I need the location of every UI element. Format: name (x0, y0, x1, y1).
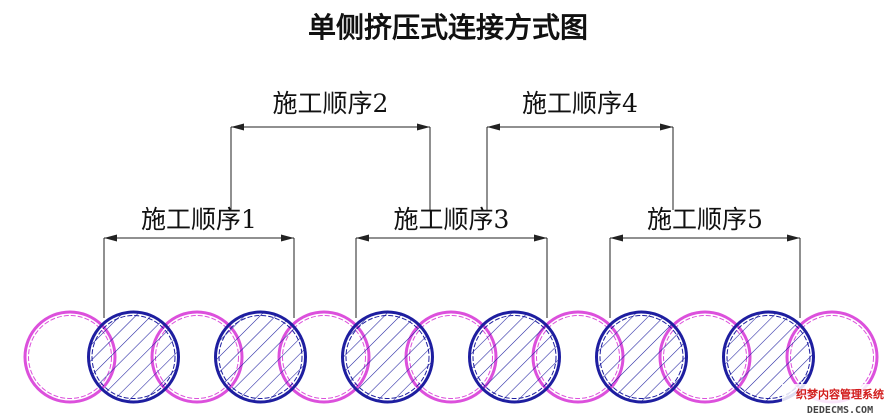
hatched-pile (341, 310, 434, 404)
arrowhead (660, 123, 673, 131)
hatched-pile (595, 310, 688, 404)
hatched-pile (87, 310, 180, 404)
watermark-title: 织梦内容管理系统 (796, 387, 884, 401)
hatched-pile (468, 310, 561, 404)
arrowhead (487, 123, 500, 131)
arrowhead (356, 234, 369, 242)
sequence-label-1: 施工顺序1 (141, 205, 257, 234)
watermark: 织梦内容管理系统 DEDECMS.COM (782, 384, 896, 419)
sequence-label-3: 施工顺序3 (394, 205, 510, 234)
arrowhead (787, 234, 800, 242)
sequence-bracket-2: 施工顺序2 (230, 89, 431, 210)
hatched-pile (214, 310, 307, 404)
page-title: 单侧挤压式连接方式图 (308, 11, 588, 44)
sequence-bracket-3: 施工顺序3 (355, 205, 548, 318)
sequence-bracket-5: 施工顺序5 (609, 205, 801, 318)
arrowhead (231, 123, 244, 131)
arrowhead (104, 234, 117, 242)
pile-row (23, 310, 879, 404)
arrowhead (610, 234, 623, 242)
sequence-bracket-4: 施工顺序4 (486, 89, 674, 210)
arrowhead (281, 234, 294, 242)
watermark-url: DEDECMS.COM (807, 405, 873, 416)
arrowhead (534, 234, 547, 242)
hatched-pile (722, 310, 815, 404)
sequence-label-4: 施工顺序4 (522, 89, 638, 118)
sequence-label-2: 施工顺序2 (273, 89, 389, 118)
sequence-brackets: 施工顺序1 施工顺序2 施工顺序3 施工顺序4 施工顺序5 (103, 89, 801, 318)
arrowhead (417, 123, 430, 131)
sequence-bracket-1: 施工顺序1 (103, 205, 295, 318)
sequence-label-5: 施工顺序5 (647, 205, 763, 234)
